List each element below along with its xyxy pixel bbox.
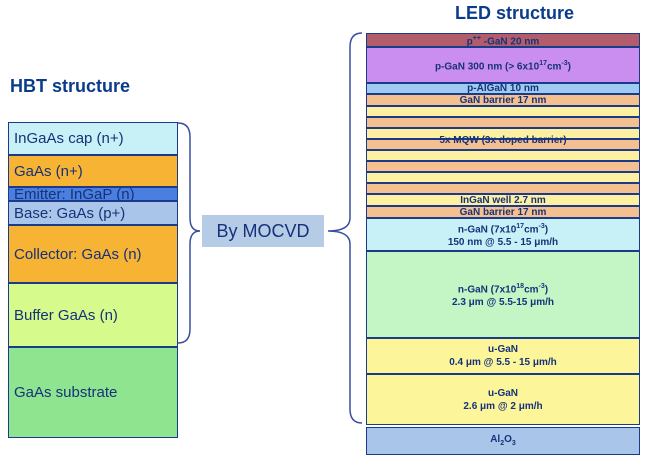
hbt-layer-label: Buffer GaAs (n) bbox=[14, 306, 118, 324]
led-layer-p-algan: p-AlGaN 10 nm bbox=[366, 83, 640, 94]
hbt-title: HBT structure bbox=[10, 76, 131, 96]
hbt-brace bbox=[177, 122, 201, 344]
mqw-barrier bbox=[366, 139, 640, 150]
hbt-layer-label: Base: GaAs (p+) bbox=[14, 204, 126, 222]
mqw-well bbox=[366, 106, 640, 117]
mqw-barrier bbox=[366, 117, 640, 128]
led-layer-line1: u-GaN bbox=[488, 387, 518, 399]
led-layer-line1: n-GaN (7x1018cm-3) bbox=[457, 282, 549, 296]
led-layer-line2: 2.6 μm @ 2 μm/h bbox=[463, 400, 543, 412]
led-layer-label: InGaN well 2.7 nm bbox=[460, 194, 546, 206]
led-title: LED structure bbox=[455, 3, 575, 23]
hbt-layer-label: GaAs (n+) bbox=[14, 162, 83, 180]
led-layer-label: p-GaN 300 nm (> 6x1017cm-3) bbox=[434, 59, 572, 73]
hbt-layer-collector: Collector: GaAs (n) bbox=[8, 225, 178, 283]
hbt-layer-emitter: Emitter: InGaP (n) bbox=[8, 187, 178, 201]
hbt-layer-cap: InGaAs cap (n+) bbox=[8, 122, 178, 155]
led-layer-line2: 2.3 μm @ 5.5-15 μm/h bbox=[451, 297, 555, 309]
led-layer-label: GaN barrier 17 nm bbox=[459, 94, 547, 106]
led-layer-p-gan-contact: p++ -GaN 20 nm bbox=[366, 33, 640, 47]
led-layer-line1: u-GaN bbox=[488, 344, 518, 355]
mqw-label-box: 5x MQW (3x doped barrier) bbox=[366, 132, 640, 148]
hbt-layer-label: InGaAs cap (n+) bbox=[14, 130, 124, 147]
led-layer-u-gan-1: u-GaN 0.4 μm @ 5.5 - 15 μm/h bbox=[366, 338, 640, 374]
mqw-well bbox=[366, 128, 640, 139]
led-layer-n-gan-1: n-GaN (7x1017cm-3) 150 nm @ 5.5 - 15 μm/… bbox=[366, 218, 640, 251]
led-layer-substrate: Al2O3 bbox=[366, 427, 640, 455]
led-layer-line2: 150 nm @ 5.5 - 15 μm/h bbox=[447, 237, 559, 249]
hbt-layer-base: Base: GaAs (p+) bbox=[8, 201, 178, 225]
hbt-layer-substrate: GaAs substrate bbox=[8, 347, 178, 438]
mqw-barrier bbox=[366, 161, 640, 172]
led-layer-line2: 0.4 μm @ 5.5 - 15 μm/h bbox=[449, 357, 557, 368]
led-layer-gan-barrier-top: GaN barrier 17 nm bbox=[366, 94, 640, 106]
mocvd-label: By MOCVD bbox=[202, 215, 324, 247]
led-layer-p-gan: p-GaN 300 nm (> 6x1017cm-3) bbox=[366, 47, 640, 83]
mqw-well bbox=[366, 150, 640, 161]
led-layer-label: p-AlGaN 10 nm bbox=[467, 83, 539, 94]
hbt-layer-label: Emitter: InGaP (n) bbox=[14, 187, 135, 201]
led-layer-gan-barrier-bottom: GaN barrier 17 nm bbox=[366, 206, 640, 218]
mqw-well bbox=[366, 172, 640, 183]
hbt-layer-label: GaAs substrate bbox=[14, 384, 118, 401]
led-layer-ingan-well: InGaN well 2.7 nm bbox=[366, 194, 640, 206]
led-brace bbox=[327, 32, 363, 424]
led-layer-label: p++ -GaN 20 nm bbox=[466, 34, 540, 47]
led-layer-line1: n-GaN (7x1017cm-3) bbox=[457, 222, 549, 236]
hbt-layer-emitter-contact: GaAs (n+) bbox=[8, 155, 178, 187]
led-layer-n-gan-2: n-GaN (7x1018cm-3) 2.3 μm @ 5.5-15 μm/h bbox=[366, 251, 640, 338]
led-layer-label: GaN barrier 17 nm bbox=[459, 206, 547, 218]
hbt-layer-label: Collector: GaAs (n) bbox=[14, 245, 142, 263]
mqw-barrier bbox=[366, 183, 640, 194]
led-layer-label: 5x MQW (3x doped barrier) bbox=[439, 134, 567, 146]
led-layer-label: Al2O3 bbox=[490, 433, 516, 447]
led-layer-u-gan-2: u-GaN 2.6 μm @ 2 μm/h bbox=[366, 374, 640, 425]
hbt-layer-buffer: Buffer GaAs (n) bbox=[8, 283, 178, 347]
